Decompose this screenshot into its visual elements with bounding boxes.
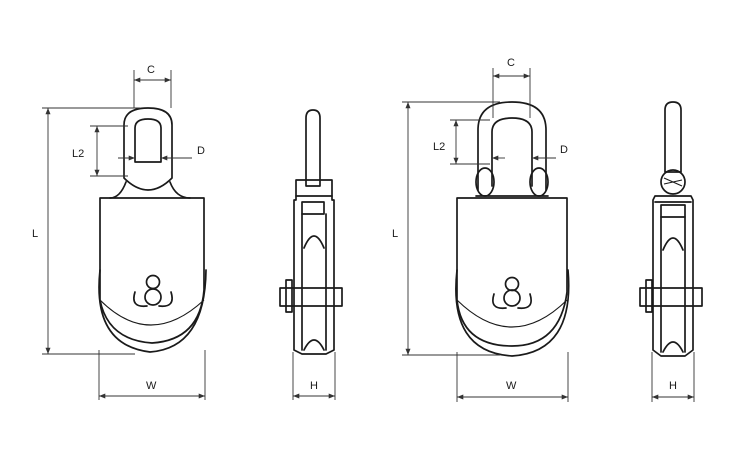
pulley-1-cheek-plate [99,197,205,344]
pulley-1-dim-l-label: L [32,228,38,240]
pulley-1-side-groove [301,213,327,351]
pulley-2-side-axle [639,287,703,307]
pulley-1-dim-d-label: D [197,145,205,157]
pulley-1-side-frame [293,179,335,355]
pulley-1-dim-l2-label: L2 [72,148,84,160]
pulley-1-side-dimensions: H [292,352,336,400]
pulley-2-shackle-inner [491,117,533,187]
pulley-1-dimensions: C D L2 L W [32,64,206,400]
pulley-2-dimensions: C D L2 L W [392,57,569,402]
pulley-2-side-groove [660,216,686,353]
pulley-1-dim-c-label: C [147,64,155,76]
pulley-2-side-frame [652,195,694,357]
pulley-1-front-view [98,107,207,353]
pulley-2-axle-bolt [504,276,520,292]
pulley-1-axle-bolt [145,274,161,290]
pulley-2-front-view [455,101,570,357]
pulley-1-side-axle [279,287,343,307]
pulley-2-dim-l2-label: L2 [433,141,445,153]
pulley-1-axle-nut [144,288,162,306]
pulley-2-side-shackle [664,101,682,173]
pulley-1-side-view [279,109,343,355]
pulley-2-side-axle-head [645,279,653,313]
pulley-2-side-swivel-nut [660,169,686,195]
pulley-2-dim-d-label: D [560,144,568,156]
pulley-2-axle-nut [503,289,521,307]
pulley-2-dim-w-label: W [506,380,517,392]
pulley-1-side-block [301,201,325,215]
pulley-1-side-eye [305,109,321,187]
pulley-2-cheek-inner-curve [456,299,568,328]
pulley-2-side-dimensions: H [651,352,695,402]
pulley-2-shackle [477,101,547,191]
pulley-2-dim-h-label: H [669,380,677,392]
pulley-2-sheave [455,269,570,357]
pulley-2-dim-l-label: L [392,228,398,240]
pulley-2-side-view [639,101,703,357]
pulley-1-dim-h-label: H [310,380,318,392]
pulley-1-eye-neck [109,181,191,199]
pulley-1-side-axle-head [285,279,293,313]
pulley-1-axle-wings [133,291,173,308]
pulley-1-cheek-inner-curve [99,299,205,326]
pulley-1-eye-hole [134,118,162,163]
pulley-2-side-block [660,204,686,218]
pulley-2-axle-wings [492,293,532,310]
pulley-2-dim-c-label: C [507,57,515,69]
pulley-2-cheek-plate [456,197,568,347]
pulley-1-dim-w-label: W [146,380,157,392]
pulley-1-swivel-eye [123,107,173,191]
